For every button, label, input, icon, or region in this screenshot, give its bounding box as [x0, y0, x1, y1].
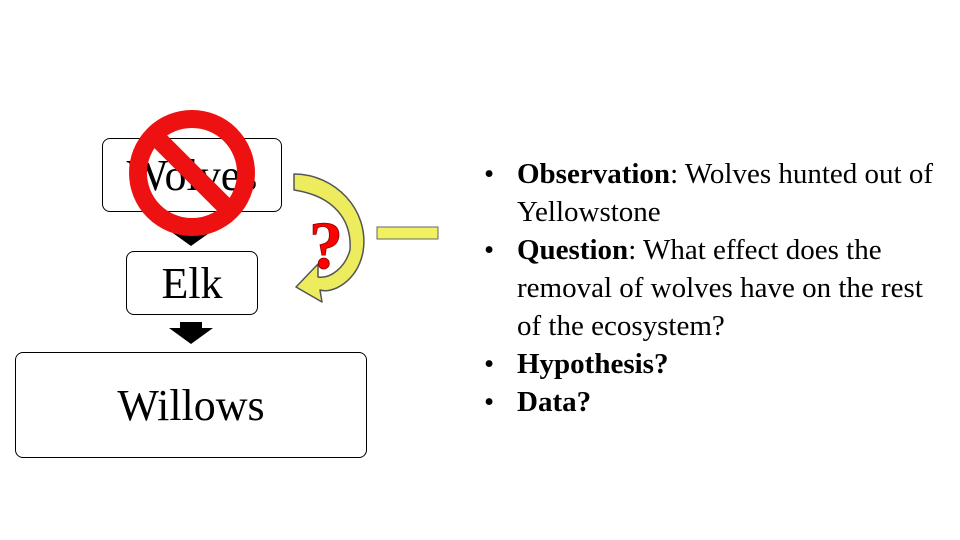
down-arrow-icon — [169, 322, 213, 344]
prohibition-icon — [129, 110, 255, 236]
bullet-observation: Observation: Wolves hunted out of Yellow… — [480, 155, 940, 231]
question-mark: ? — [309, 207, 343, 283]
willows-box: Willows — [15, 352, 367, 458]
elk-label: Elk — [161, 258, 223, 308]
curved-arrow-icon — [293, 173, 365, 303]
elk-box: Elk — [126, 251, 258, 315]
bullet-data: Data? — [480, 383, 940, 421]
bullet-hypothesis: Hypothesis? — [480, 345, 940, 383]
bullet-question: Question: What effect does the removal o… — [480, 231, 940, 345]
willows-label: Willows — [117, 380, 265, 430]
yellow-dash — [376, 226, 439, 240]
bullet-list: Observation: Wolves hunted out of Yellow… — [480, 155, 940, 421]
